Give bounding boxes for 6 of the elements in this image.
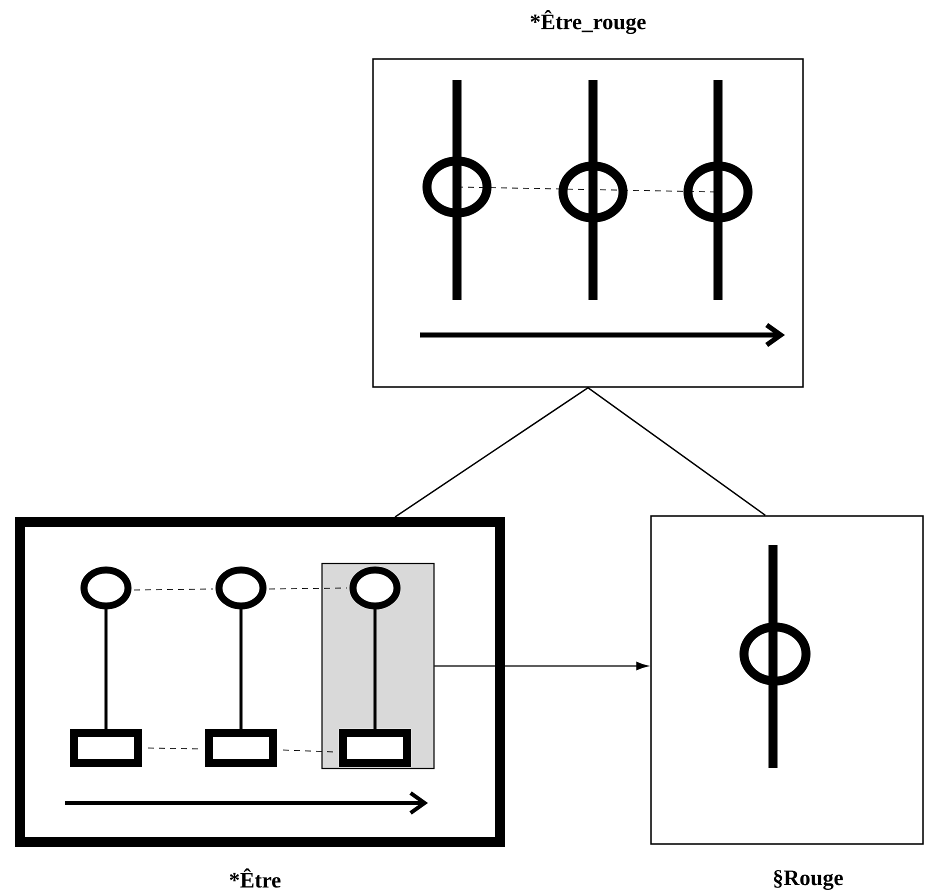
connector-line <box>394 387 588 518</box>
box-title: *Être <box>230 868 280 888</box>
connector-line <box>588 387 766 516</box>
box-title: *Être_rouge <box>530 10 646 34</box>
connector-line <box>434 662 648 670</box>
box-title: §Rouge <box>774 870 843 890</box>
